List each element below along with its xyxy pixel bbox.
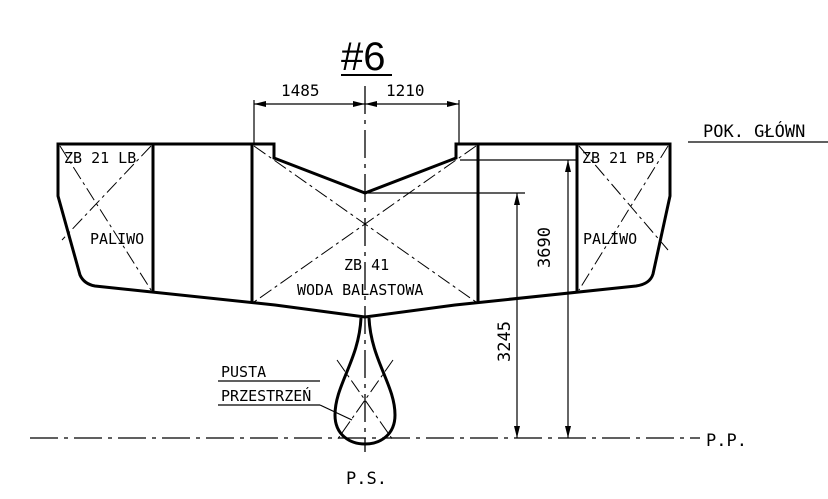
right-dimensions: 3690 3245 bbox=[368, 159, 577, 438]
top-dimension: 1485 1210 bbox=[253, 81, 460, 143]
deck-label: POK. GŁÓWN bbox=[703, 120, 805, 142]
bulkheads bbox=[151, 144, 579, 302]
tank-left-name: ZB 21 LB bbox=[64, 149, 136, 167]
baseline-label: P.P. bbox=[706, 431, 747, 451]
dim-right-width: 1210 bbox=[386, 81, 425, 100]
tank-center-content: WODA BALASTOWA bbox=[297, 281, 423, 299]
hull-outline bbox=[56, 142, 672, 319]
keel-label-line1: PUSTA bbox=[221, 363, 266, 381]
tank-left-content: PALIWO bbox=[90, 230, 144, 248]
keel-bulb: PUSTA PRZESTRZEŃ bbox=[218, 317, 397, 446]
tank-right-name: ZB 21 PB bbox=[582, 149, 654, 167]
section-title: #6 bbox=[341, 35, 386, 79]
dim-height-inner: 3245 bbox=[495, 321, 515, 362]
dim-height-outer: 3690 bbox=[535, 227, 555, 268]
tank-center-name: ZB 41 bbox=[344, 256, 389, 274]
centerline-label: P.S. bbox=[346, 469, 387, 489]
tank-right-content: PALIWO bbox=[583, 230, 637, 248]
dim-left-width: 1485 bbox=[281, 81, 320, 100]
tank-crosses bbox=[59, 145, 669, 303]
keel-label-line2: PRZESTRZEŃ bbox=[221, 386, 311, 405]
